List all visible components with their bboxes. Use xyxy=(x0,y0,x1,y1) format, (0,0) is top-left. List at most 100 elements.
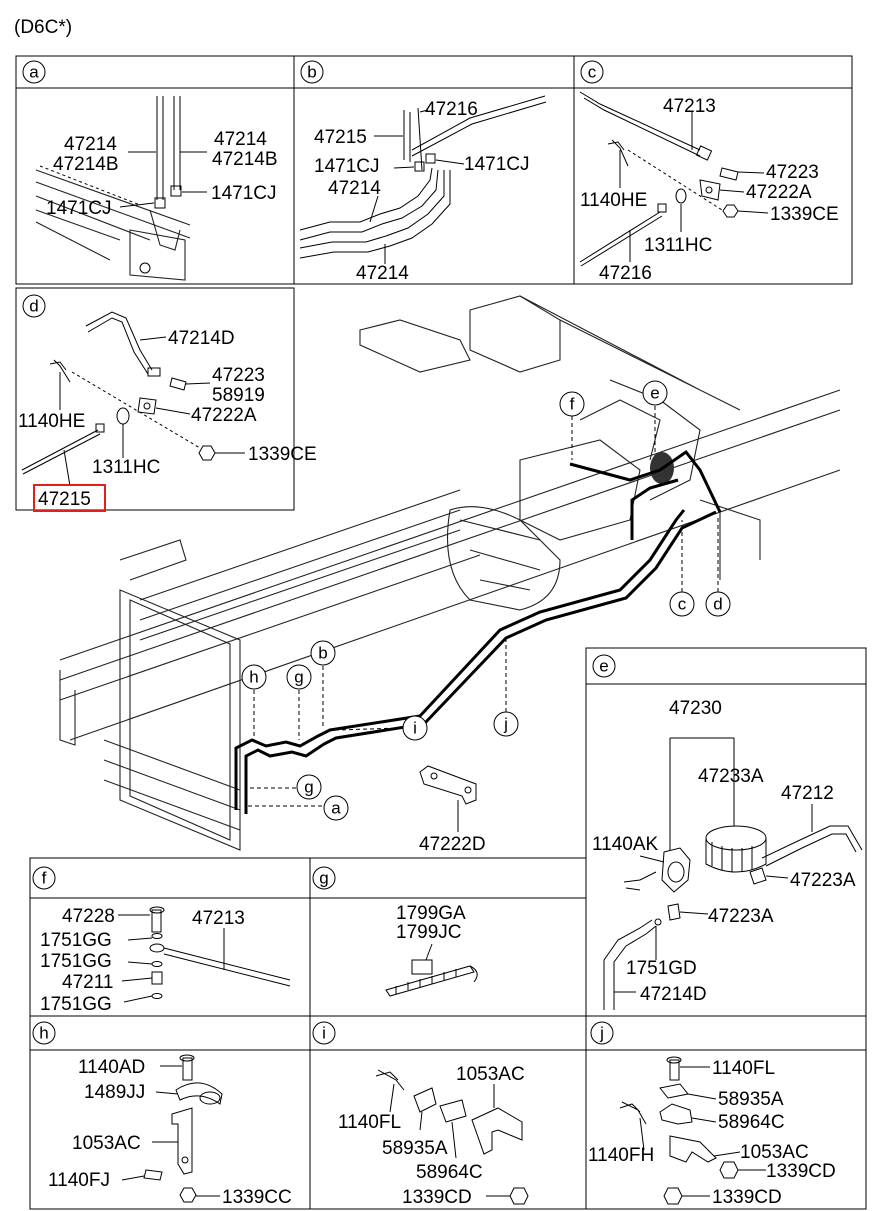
panel-e: e 47230 47233A 47212 1140AK 47223A 47223… xyxy=(585,647,867,1017)
label-1799JC: 1799JC xyxy=(396,922,462,943)
label-1140FJ: 1140FJ xyxy=(48,1170,110,1191)
panel-b: b 47216 47215 1471CJ 1471CJ 47214 47214 xyxy=(293,55,575,285)
panel-c-drawing xyxy=(579,91,739,267)
callout-i-letter: i xyxy=(413,719,417,738)
label-47214-right: 47214 xyxy=(214,129,267,150)
label-47214D: 47214D xyxy=(640,984,707,1005)
label-47214B-right: 47214B xyxy=(212,149,278,170)
label-47233A: 47233A xyxy=(698,766,764,787)
highlight-box-47215 xyxy=(33,484,106,512)
panel-a-drawing xyxy=(35,96,191,281)
label-1751GG-1: 1751GG xyxy=(40,930,112,951)
section-d-marker xyxy=(22,294,46,318)
section-b-letter: b xyxy=(307,63,316,82)
section-c-letter: c xyxy=(588,63,597,82)
label-1339CE: 1339CE xyxy=(770,204,839,225)
callout-d xyxy=(705,591,731,617)
label-1140FL: 1140FL xyxy=(338,1112,401,1133)
callout-g-bottom-letter: g xyxy=(304,778,313,797)
label-47230: 47230 xyxy=(669,698,722,719)
label-1311HC: 1311HC xyxy=(92,457,160,478)
label-47215-highlighted: 47215 xyxy=(38,489,91,510)
label-1751GG-2: 1751GG xyxy=(40,951,112,972)
label-1053AC: 1053AC xyxy=(72,1133,141,1154)
label-1140AD: 1140AD xyxy=(78,1057,145,1078)
label-1799GA: 1799GA xyxy=(396,903,466,924)
label-47215: 47215 xyxy=(314,127,367,148)
section-f-marker xyxy=(32,866,56,890)
panel-b-drawing xyxy=(299,95,547,259)
panel-g-drawing xyxy=(385,959,478,997)
panel-a: a 47214 47214B 47214 47214B 1471CJ 1471C… xyxy=(15,55,295,285)
label-47228: 47228 xyxy=(62,906,115,927)
panel-j: j 1140FL 58935A 58964C 1140FH 1053AC 133… xyxy=(585,1015,867,1210)
label-1751GG-3: 1751GG xyxy=(40,994,112,1015)
section-g-letter: g xyxy=(319,869,328,888)
callout-f xyxy=(559,391,585,417)
label-47222A: 47222A xyxy=(191,405,257,426)
panel-d: d 47214D 47223 58919 47222A 1140HE 1339C… xyxy=(15,287,317,512)
callout-c xyxy=(669,591,695,617)
label-47214-bottom: 47214 xyxy=(356,263,409,284)
label-1489JJ: 1489JJ xyxy=(84,1082,145,1103)
panel-i: i 1053AC 1140FL 58935A 58964C 1339CD xyxy=(309,1015,587,1210)
label-1339CE: 1339CE xyxy=(248,444,317,465)
label-47213: 47213 xyxy=(192,908,245,929)
label-1751GD: 1751GD xyxy=(626,958,697,979)
label-1140HE: 1140HE xyxy=(18,411,85,432)
callout-g-top xyxy=(286,664,312,690)
section-a-marker xyxy=(22,60,46,84)
section-d-letter: d xyxy=(29,297,38,316)
callout-b xyxy=(310,640,336,666)
label-1140FL: 1140FL xyxy=(712,1058,775,1079)
callout-b-letter: b xyxy=(318,644,327,663)
panel-f: f 47228 47213 1751GG 1751GG 47211 1751GG xyxy=(29,857,311,1017)
label-58935A: 58935A xyxy=(718,1089,784,1110)
main-callouts: f e c d b h g i j g a xyxy=(241,380,731,821)
callout-e xyxy=(642,380,668,406)
label-1140AK: 1140AK xyxy=(592,834,659,855)
label-1140FH: 1140FH xyxy=(588,1145,654,1166)
callout-d-letter: d xyxy=(713,595,722,614)
label-1053AC: 1053AC xyxy=(740,1142,809,1163)
callout-g-top-letter: g xyxy=(294,668,303,687)
label-47213: 47213 xyxy=(663,96,716,117)
label-47223A-right: 47223A xyxy=(790,870,856,891)
callout-i xyxy=(402,715,428,741)
callout-f-letter: f xyxy=(570,395,575,414)
label-47214-top: 47214 xyxy=(328,178,381,199)
section-i-letter: i xyxy=(322,1024,326,1043)
label-47211: 47211 xyxy=(62,972,113,993)
label-1140HE: 1140HE xyxy=(580,190,647,211)
label-58919: 58919 xyxy=(212,385,265,406)
label-1339CD-lower: 1339CD xyxy=(712,1187,782,1208)
main-assembly-drawing xyxy=(59,295,841,851)
section-g-marker xyxy=(312,866,336,890)
label-47222A: 47222A xyxy=(746,182,812,203)
callout-h xyxy=(241,664,267,690)
label-1471CJ-right: 1471CJ xyxy=(211,183,277,204)
panel-i-drawing xyxy=(375,1069,529,1205)
label-58935A: 58935A xyxy=(382,1138,448,1159)
callout-h-letter: h xyxy=(249,668,258,687)
panel-f-drawing xyxy=(149,906,291,999)
callout-j xyxy=(493,711,519,737)
label-1339CC: 1339CC xyxy=(222,1187,292,1208)
panel-h-drawing xyxy=(143,1054,223,1203)
callout-a-letter: a xyxy=(331,799,341,818)
label-47222D: 47222D xyxy=(419,834,486,855)
label-1471CJ-left: 1471CJ xyxy=(314,156,380,177)
label-47223: 47223 xyxy=(212,365,265,386)
section-e-letter: e xyxy=(599,657,608,676)
label-47214B-left: 47214B xyxy=(53,154,119,175)
panel-h: h 1140AD 1489JJ 1053AC 1140FJ 1339CC xyxy=(29,1015,311,1210)
callout-a xyxy=(323,795,349,821)
callout-e-letter: e xyxy=(650,384,659,403)
callout-c-letter: c xyxy=(678,595,687,614)
label-47214D: 47214D xyxy=(168,328,235,349)
label-1053AC: 1053AC xyxy=(456,1064,525,1085)
section-e-marker xyxy=(592,654,616,678)
panel-c: c 47213 47223 47222A 1140HE 1339CE 1311H… xyxy=(573,55,853,285)
section-c-marker xyxy=(580,60,604,84)
